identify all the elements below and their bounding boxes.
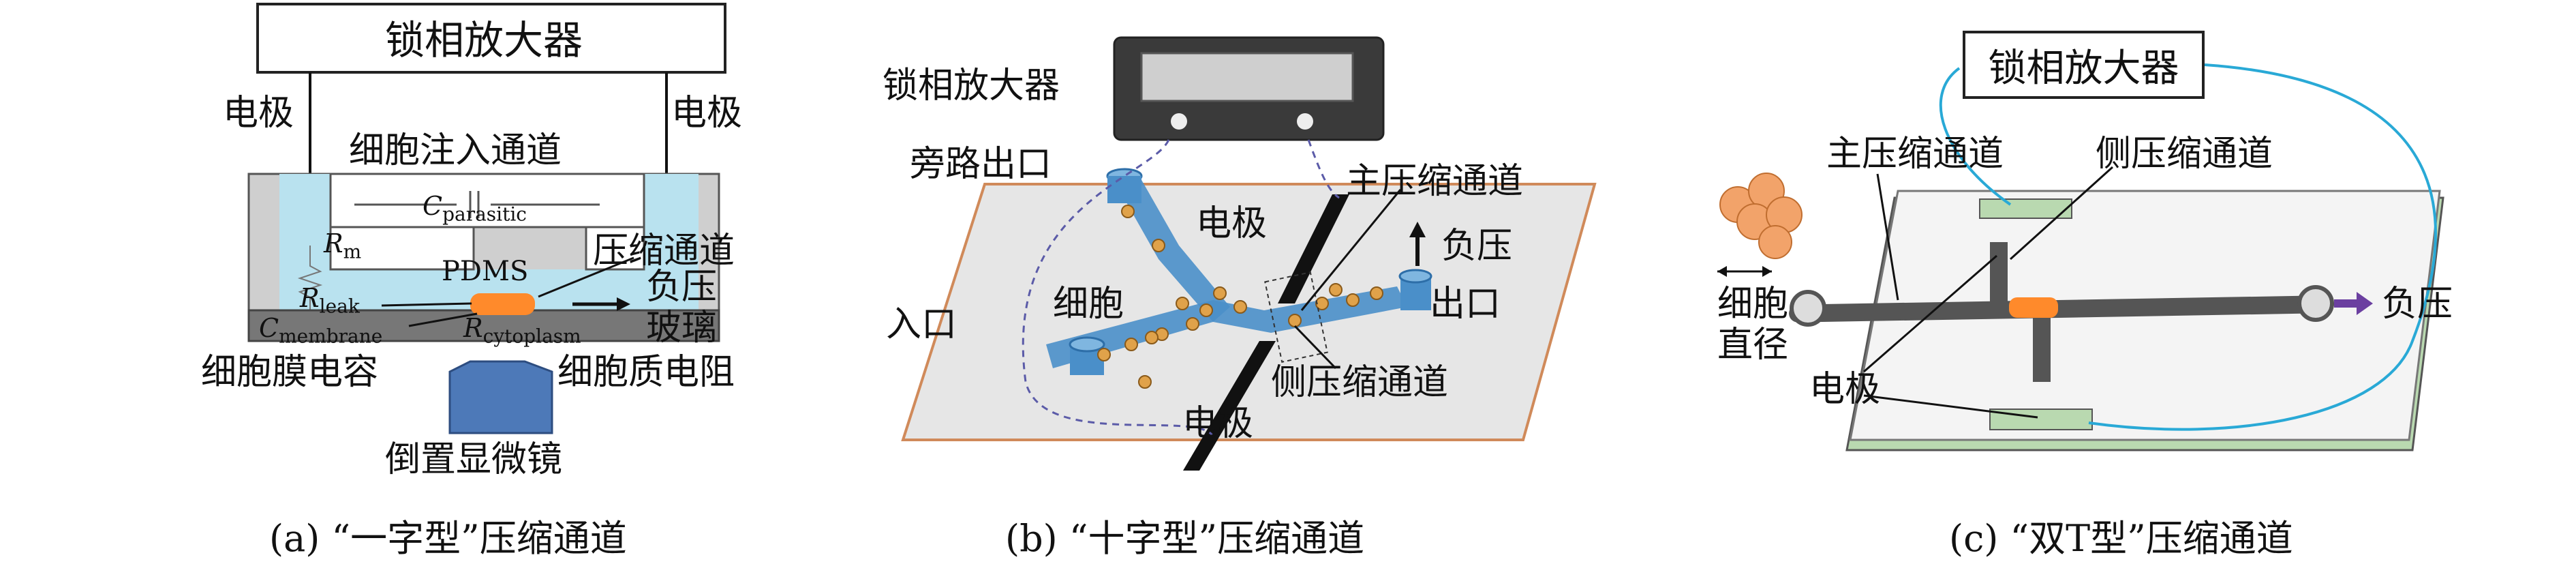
diameter-arrow-right [1762,266,1772,277]
microscope-icon [448,360,553,434]
cell-in-channel [470,293,535,315]
main-channel-label-b: 主压缩通道 [1346,161,1524,202]
pdms-left-block [329,226,475,271]
cell-cluster [1719,173,1803,259]
amplifier-box-a [256,3,726,74]
electrode-pointer-2 [1863,394,2038,419]
amplifier-display [1140,52,1354,102]
panel-c-drawing [1717,63,2444,451]
neg-pressure-label-b: 负压 [1441,226,1513,267]
panel-a-drawing [247,3,726,434]
amplifier-label-c: 锁相放大器 [1988,46,2179,91]
side-channel-top [1990,242,2008,307]
cell-injection-channel-label: 细胞注入通道 [349,130,562,171]
rleak-label: Rleak [300,283,360,318]
rm-resistor [297,246,323,310]
outlet-port-c [2297,285,2334,322]
electrode-bottom-bar [1183,341,1276,471]
inlet-label: 入口 [886,304,957,345]
compression-pointer [538,256,634,298]
cell-beads [1097,205,1383,389]
inlet-port-top [1069,336,1105,353]
membrane-capacitance-label: 细胞膜电容 [201,352,379,393]
cable-cyan-bottom [2088,63,2437,431]
zoom-box-b [1264,271,1328,363]
rm-label: Rm [324,228,362,263]
c-parasitic-label: Cparasitic [423,191,527,226]
cytoplasm-resistance-label: 细胞质电阻 [557,352,735,393]
amplifier-label-b: 锁相放大器 [883,65,1060,106]
electrode-left-label: 电极 [223,93,294,134]
pdms-label: PDMS [442,256,529,287]
neg-pressure-label-a: 负压 [646,267,718,308]
side-channel-bottom [2033,314,2051,382]
compression-channel-label-a: 压缩通道 [593,231,735,271]
liquid-channel [279,198,699,310]
side-channel-label-b: 侧压缩通道 [1271,362,1449,403]
caption-b: (b) “十字型”压缩通道 [1005,517,1365,560]
bypass-port-body [1107,176,1141,203]
electrode-right-label: 电极 [671,93,743,134]
cell-in-channel-c [2009,297,2058,318]
neg-pressure-label-c: 负压 [2382,284,2453,325]
cmembrane-label: Cmembrane [259,313,383,348]
electrode-pointer-1 [1863,254,1997,373]
bypass-channel-shape [1112,174,1230,322]
side-channel-pointer [1293,325,1337,370]
cable-dashed-right [1307,139,1340,199]
bypass-outlet-label: 旁路出口 [910,144,1052,185]
main-channel-label-c: 主压缩通道 [1826,134,2004,175]
main-channel-pointer [1300,189,1402,311]
arrow-head-a [617,297,630,311]
main-channel-c [1789,295,2334,323]
cable-dashed-left [1022,139,1214,437]
cmembrane-pointer [408,312,478,327]
main-channel-pointer-c [1876,173,1899,301]
cell-diameter-label-2: 直径 [1717,325,1789,366]
electrode-top-bar [1278,194,1349,303]
glass-label: 玻璃 [646,308,718,348]
cell-label-b: 细胞 [1053,284,1124,325]
outlet-label: 出口 [1430,284,1501,325]
injection-channel-box [329,173,645,228]
electrode-pad-top [1979,198,2072,219]
microscope-label: 倒置显微镜 [385,439,563,480]
electrode-top-label-b: 电极 [1196,203,1268,244]
outlet-port-top [1398,269,1432,284]
arrow-head-c [2357,292,2373,315]
inlet-port-c [1790,290,1826,327]
electrode-label-c: 电极 [1809,369,1881,410]
side-channel-label-c: 侧压缩通道 [2096,134,2273,175]
amplifier-box-c: 锁相放大器 [1963,31,2205,99]
amplifier-knob-1 [1171,113,1187,130]
caption-c: (c) “双T型”压缩通道 [1949,517,2293,560]
rleak-pointer [381,302,472,307]
cell-diameter-label-1: 细胞 [1717,284,1789,325]
cable-cyan-top [1939,67,2012,206]
panel-c-double-t-channel: 锁相放大器 主压缩通道 侧压缩通道 细胞 直径 负压 电极 (c) “双T型”压… [1717,0,2576,564]
panel-b-cross-channel: 锁相放大器 旁路出口 主压缩通道 电极 负压 细胞 出口 入口 侧压缩通道 电极… [859,0,1717,564]
arrow-head-b [1409,222,1426,237]
electrode-pad-bottom [1989,409,2093,430]
amplifier-knob-2 [1297,113,1313,130]
panel-a-straight-channel: 锁相放大器 电极 电极 细胞注入通道 Cparasitic Rm PDMS 压缩… [0,0,859,564]
amplifier-label-a: 锁相放大器 [385,17,583,63]
diameter-arrow-left [1717,266,1727,277]
rcytoplasm-label: Rcytoplasm [463,313,581,348]
glass-substrate [247,309,720,342]
electrode-bottom-label-b: 电极 [1182,403,1254,444]
caption-a: (a) “一字型”压缩通道 [269,517,627,560]
side-channel-pointer-c [2009,166,2114,261]
panel-b-drawing [901,36,1597,471]
